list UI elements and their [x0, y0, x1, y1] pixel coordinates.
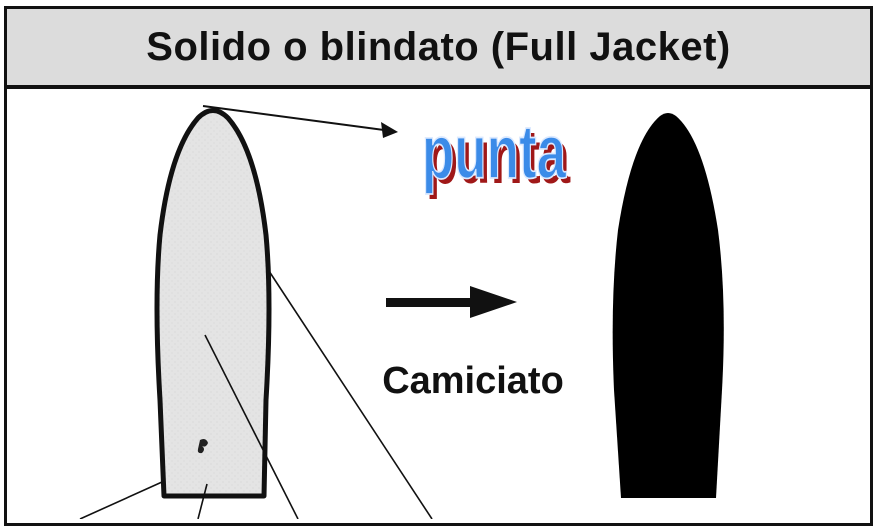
jacketed-label: Camiciato — [382, 360, 564, 402]
tip-label-text: punta — [422, 110, 567, 195]
title-bar: Solido o blindato (Full Jacket) — [4, 6, 873, 88]
leader-lines — [79, 267, 433, 519]
tip-arrow — [202, 105, 398, 138]
diagram-title: Solido o blindato (Full Jacket) — [146, 24, 731, 69]
solid-bullet — [612, 113, 724, 498]
right-arrow — [386, 286, 517, 318]
core-mark — [197, 439, 208, 454]
bullet-outline — [154, 108, 272, 499]
tip-label-shadow: punta — [426, 115, 571, 200]
tip-label: punta punta — [421, 109, 571, 200]
